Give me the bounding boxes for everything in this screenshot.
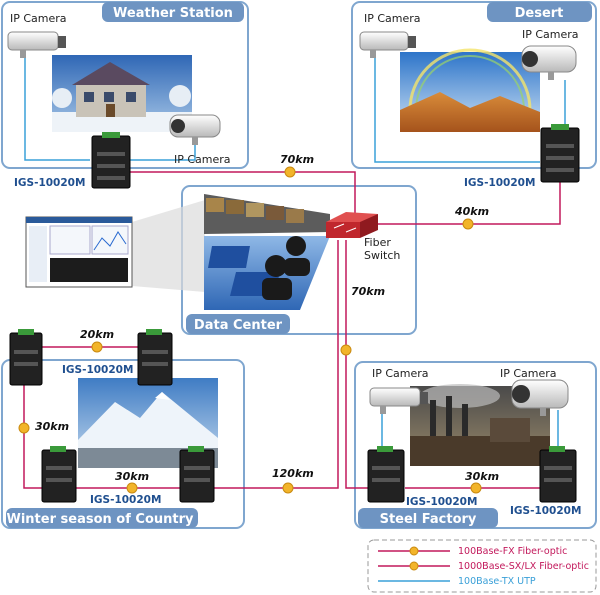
camera-icon — [7, 31, 66, 58]
operator-figure — [262, 236, 310, 300]
ip-camera-label: IP Camera — [364, 12, 421, 25]
switch-device-icon — [137, 329, 173, 386]
distance-label: 30km — [115, 470, 149, 483]
fiber-switch-icon — [326, 212, 378, 238]
camera-icon — [359, 31, 416, 58]
switch-device-icon — [539, 446, 577, 503]
legend-sx-label: 1000Base-SX/LX Fiber-optic — [458, 561, 589, 572]
legend-tx-label: 100Base-TX UTP — [458, 576, 536, 587]
fiber-switch-label: Fiber — [364, 236, 391, 249]
switch-device-icon — [540, 124, 580, 183]
distance-label: 70km — [351, 285, 385, 298]
device-label: IGS-10020M — [14, 177, 85, 189]
distance-label: 70km — [280, 153, 314, 166]
distance-label: 20km — [80, 328, 114, 341]
panel-title-datacenter: Data Center — [194, 318, 283, 333]
distance-label: 30km — [35, 420, 69, 433]
desert-photo — [400, 48, 540, 132]
ip-camera-label: IP Camera — [500, 367, 557, 380]
ip-camera-label: IP Camera — [174, 153, 231, 166]
device-label: IGS-10020M — [62, 364, 133, 376]
camera-icon — [521, 45, 577, 80]
legend-fx-label: 100Base-FX Fiber-optic — [458, 546, 567, 557]
fiber-switch-label: Switch — [364, 249, 400, 262]
switch-device-icon — [179, 446, 215, 503]
device-label: IGS-10020M — [464, 177, 535, 189]
distance-label: 40km — [454, 205, 489, 218]
device-label: IGS-10020M — [406, 496, 477, 508]
legend: 100Base-FX Fiber-optic 1000Base-SX/LX Fi… — [367, 539, 597, 593]
device-label: IGS-10020M — [510, 505, 581, 517]
ip-camera-label: IP Camera — [522, 28, 579, 41]
weather-house-photo — [52, 55, 192, 132]
switch-device-icon — [367, 446, 405, 503]
switch-device-icon — [41, 446, 77, 503]
panel-title-winter: Winter season of Country — [7, 512, 195, 527]
fiber-connector-markers — [18, 166, 482, 494]
distance-label: 30km — [465, 470, 499, 483]
device-label: IGS-10020M — [90, 494, 161, 506]
ip-camera-label: IP Camera — [372, 367, 429, 380]
panel-title-steel: Steel Factory — [380, 512, 477, 527]
switch-device-icon — [91, 132, 131, 189]
monitoring-screenshot — [25, 200, 205, 292]
camera-icon — [169, 114, 221, 145]
camera-icon — [511, 379, 569, 416]
panel-title-weather: Weather Station — [113, 6, 233, 21]
ip-camera-label: IP Camera — [10, 12, 67, 25]
camera-icon — [369, 387, 428, 414]
switch-device-icon — [9, 329, 43, 386]
panel-title-desert: Desert — [515, 6, 564, 21]
distance-label: 120km — [272, 467, 314, 480]
